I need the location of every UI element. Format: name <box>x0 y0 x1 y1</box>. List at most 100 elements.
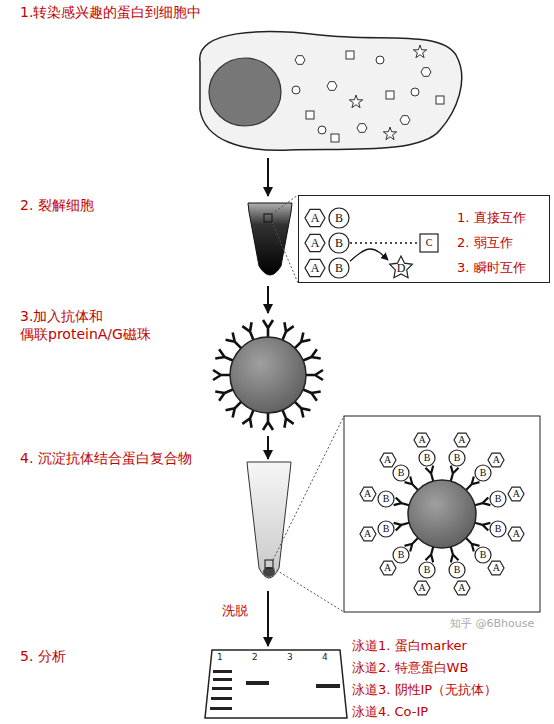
protein-circle: B <box>328 232 350 254</box>
lane-note: 泳道2. 特意蛋白WB <box>352 660 468 676</box>
protein-letter: B <box>328 257 350 279</box>
protein-letter: B <box>377 490 395 508</box>
antibody <box>425 546 437 563</box>
protein-hexagon: A <box>379 559 397 577</box>
lane-number: 3 <box>287 652 293 663</box>
protein-hexagon: A <box>379 451 397 469</box>
protein-letter: A <box>359 525 377 543</box>
protein-letter: A <box>487 451 505 469</box>
protein-circle: B <box>489 520 507 538</box>
protein-hexagon: A <box>304 207 326 229</box>
protein-letter: B <box>328 207 350 229</box>
circle-shape <box>419 450 435 466</box>
protein-circle: B <box>489 490 507 508</box>
protein-circle: B <box>328 257 350 279</box>
interaction-inset: 1. 直接互作2. 弱互作3. 瞬时互作ABABCABD <box>298 195 550 283</box>
lane-note: 泳道4. Co-IP <box>352 704 428 720</box>
protein-letter: B <box>418 449 436 467</box>
protein-hexagon: A <box>453 579 471 597</box>
molecule-hexagon <box>295 56 305 65</box>
protein-circle: B <box>418 561 436 579</box>
protein-hexagon: A <box>359 525 377 543</box>
circle-shape <box>393 547 409 563</box>
molecule-hexagon <box>327 82 337 91</box>
antibody <box>394 497 411 509</box>
protein-circle: B <box>392 464 410 482</box>
protein-circle: B <box>377 490 395 508</box>
lane-note: 泳道1. 蛋白marker <box>352 638 467 654</box>
protein-star: D <box>388 255 414 281</box>
gel-band <box>213 670 232 673</box>
step-arrow <box>267 158 269 196</box>
cell-outline <box>200 32 462 151</box>
protein-letter: B <box>448 561 466 579</box>
lane-note: 泳道3. 阴性IP（无抗体） <box>352 682 497 698</box>
magnetic-bead <box>408 480 476 548</box>
circle-shape <box>329 208 349 228</box>
protein-letter: A <box>413 579 431 597</box>
circle-shape <box>490 491 506 507</box>
antibody <box>263 320 273 337</box>
protein-circle: B <box>418 449 436 467</box>
molecule-hexagon <box>421 68 431 77</box>
protein-hexagon: A <box>487 559 505 577</box>
circle-shape <box>393 465 409 481</box>
circle-shape <box>490 521 506 537</box>
gel-band <box>210 707 232 710</box>
zoom-square <box>265 560 273 568</box>
circle-shape <box>329 233 349 253</box>
protein-letter: A <box>379 559 397 577</box>
antibody <box>447 466 459 483</box>
molecule-square <box>386 91 394 99</box>
protein-letter: A <box>487 559 505 577</box>
protein-letter: A <box>304 207 326 229</box>
zoom-leader <box>272 195 298 214</box>
antibody-ring <box>213 320 323 430</box>
protein-letter: B <box>418 561 436 579</box>
lane-number: 4 <box>322 652 328 663</box>
molecule-square <box>436 96 444 104</box>
lysate-tube <box>248 203 292 275</box>
cell-molecules <box>292 45 444 142</box>
protein-letter: A <box>413 431 431 449</box>
protein-hexagon: A <box>413 579 431 597</box>
interaction-type: 2. 弱互作 <box>457 234 513 252</box>
protein-letter: A <box>379 451 397 469</box>
antibody-ring <box>394 466 491 563</box>
gel-band <box>213 678 232 681</box>
protein-hexagon: A <box>487 451 505 469</box>
zoom-leader <box>272 222 298 283</box>
gel-band <box>246 681 269 685</box>
step-arrow <box>267 591 269 646</box>
molecule-hexagon <box>357 124 367 133</box>
protein-circle: B <box>474 546 492 564</box>
step-title: 5. 分析 <box>20 648 66 666</box>
protein-square: C <box>419 233 439 253</box>
circle-shape <box>449 450 465 466</box>
circle-shape <box>475 465 491 481</box>
step-arrow <box>267 436 269 459</box>
protein-letter: A <box>507 485 525 503</box>
protein-circle: B <box>377 520 395 538</box>
protein-letter: A <box>507 525 525 543</box>
protein-hexagon: A <box>453 431 471 449</box>
step-arrow <box>267 286 269 313</box>
circle-shape <box>329 258 349 278</box>
zoom-leader <box>273 416 344 560</box>
protein-letter: A <box>304 232 326 254</box>
step-title: 3.加入抗体和 偶联proteinA/G磁珠 <box>20 308 190 343</box>
antibody <box>263 413 273 430</box>
molecule-hexagon <box>400 116 410 125</box>
step-label: 洗脱 <box>222 603 248 619</box>
molecule-star <box>349 95 362 108</box>
watermark: 知乎 @6Bhouse <box>450 617 534 631</box>
nucleus <box>209 58 281 126</box>
molecule-star <box>383 127 396 140</box>
protein-letter: A <box>453 431 471 449</box>
protein-letter: A <box>304 257 326 279</box>
protein-letter: B <box>328 232 350 254</box>
protein-letter: D <box>388 255 414 281</box>
